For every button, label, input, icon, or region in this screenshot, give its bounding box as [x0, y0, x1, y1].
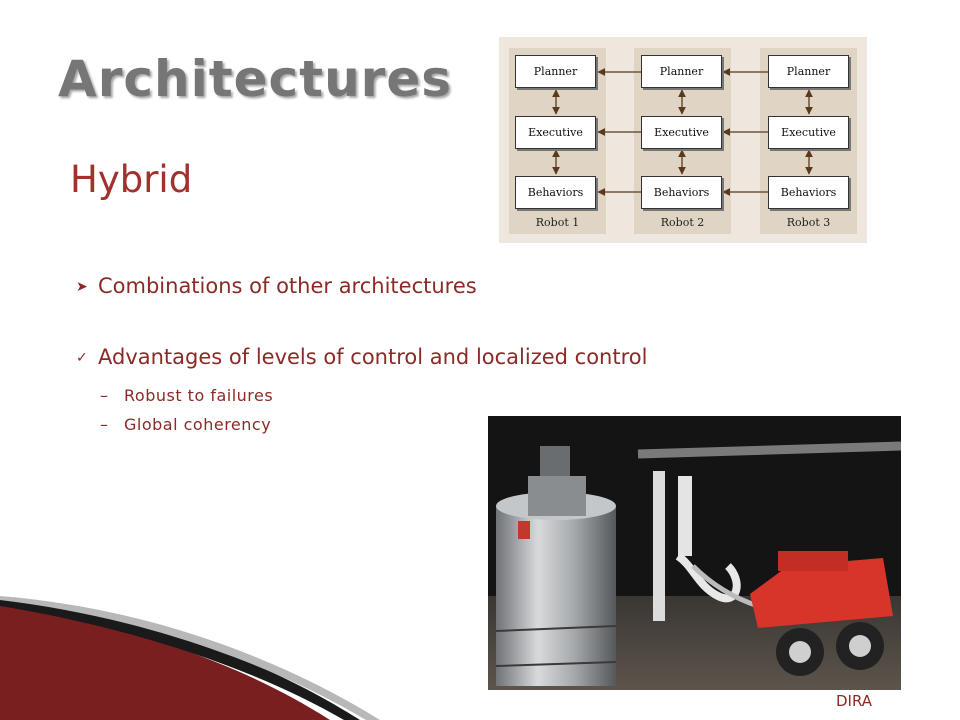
dash-bullet-icon: –	[100, 386, 109, 405]
slide-subtitle: Hybrid	[70, 158, 193, 201]
sub-bullet-text: Global coherency	[124, 415, 272, 434]
behaviors-box: Behaviors	[641, 176, 722, 209]
robots-photo	[488, 416, 901, 690]
bullet-item: ➤ Combinations of other architectures	[76, 274, 477, 298]
arrow-bullet-icon: ➤	[76, 279, 88, 295]
image-credit: DIRA	[836, 692, 873, 710]
behaviors-box: Behaviors	[768, 176, 849, 209]
executive-box: Executive	[768, 116, 849, 149]
bullet-text: Combinations of other architectures	[98, 274, 477, 298]
planner-box: Planner	[515, 55, 596, 88]
dash-bullet-icon: –	[100, 415, 109, 434]
sub-bullet-text: Robust to failures	[124, 386, 274, 405]
planner-box: Planner	[641, 55, 722, 88]
architecture-diagram: Planner Executive Behaviors Robot 1 Plan…	[499, 37, 867, 243]
slide-title: Architectures	[58, 50, 453, 108]
executive-box: Executive	[515, 116, 596, 149]
sub-bullet-item: –Global coherency	[100, 415, 271, 434]
executive-box: Executive	[641, 116, 722, 149]
check-bullet-icon: ✓	[76, 350, 88, 366]
sub-bullet-item: –Robust to failures	[100, 386, 273, 405]
bullet-item: ✓ Advantages of levels of control and loc…	[76, 345, 647, 369]
planner-box: Planner	[768, 55, 849, 88]
robot-label: Robot 2	[660, 216, 705, 229]
robot-label: Robot 1	[535, 216, 580, 229]
robot-label: Robot 3	[786, 216, 831, 229]
bullet-text: Advantages of levels of control and loca…	[98, 345, 648, 369]
behaviors-box: Behaviors	[515, 176, 596, 209]
